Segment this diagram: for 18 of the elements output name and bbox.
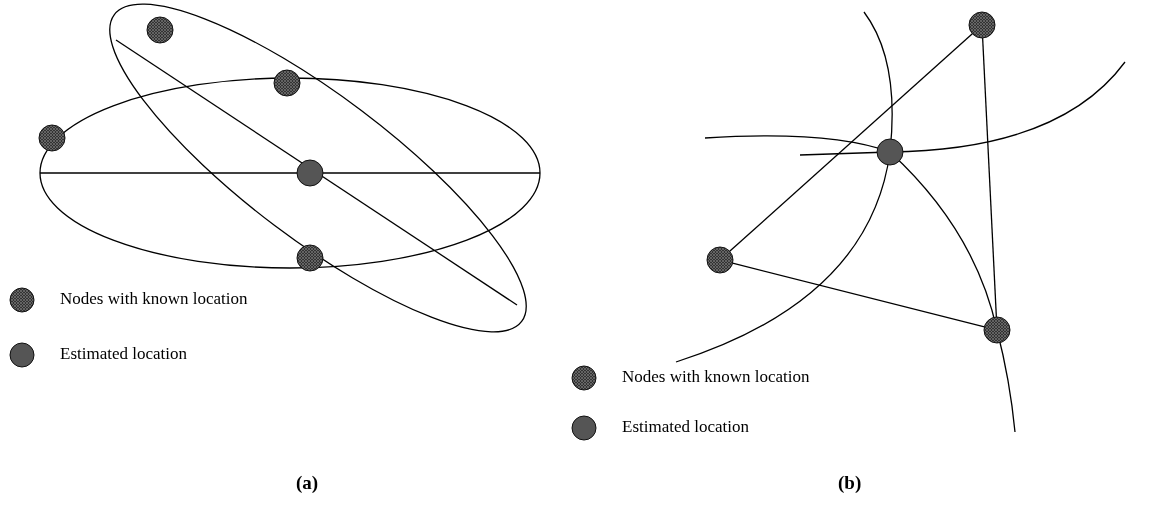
known-node-circle: [968, 11, 996, 39]
known-node-circle: [983, 316, 1011, 344]
estimated-node-circle: [876, 138, 904, 166]
legend-text: Nodes with known location: [60, 289, 248, 309]
known-node-circle: [146, 16, 174, 44]
legend-text: Estimated location: [60, 344, 187, 364]
legend-text: Nodes with known location: [622, 367, 810, 387]
connector-line: [731, 262, 986, 328]
known-node-circle: [38, 124, 66, 152]
connector-line: [982, 37, 997, 318]
legend-text: Estimated location: [622, 417, 749, 437]
panel-label: (a): [296, 472, 319, 494]
estimated-node-circle: [296, 159, 324, 187]
known-node-circle: [296, 244, 324, 272]
known-node-circle: [706, 246, 734, 274]
known-node-circle: [273, 69, 301, 97]
connector-line: [729, 33, 973, 252]
panel-label: (b): [838, 472, 862, 494]
